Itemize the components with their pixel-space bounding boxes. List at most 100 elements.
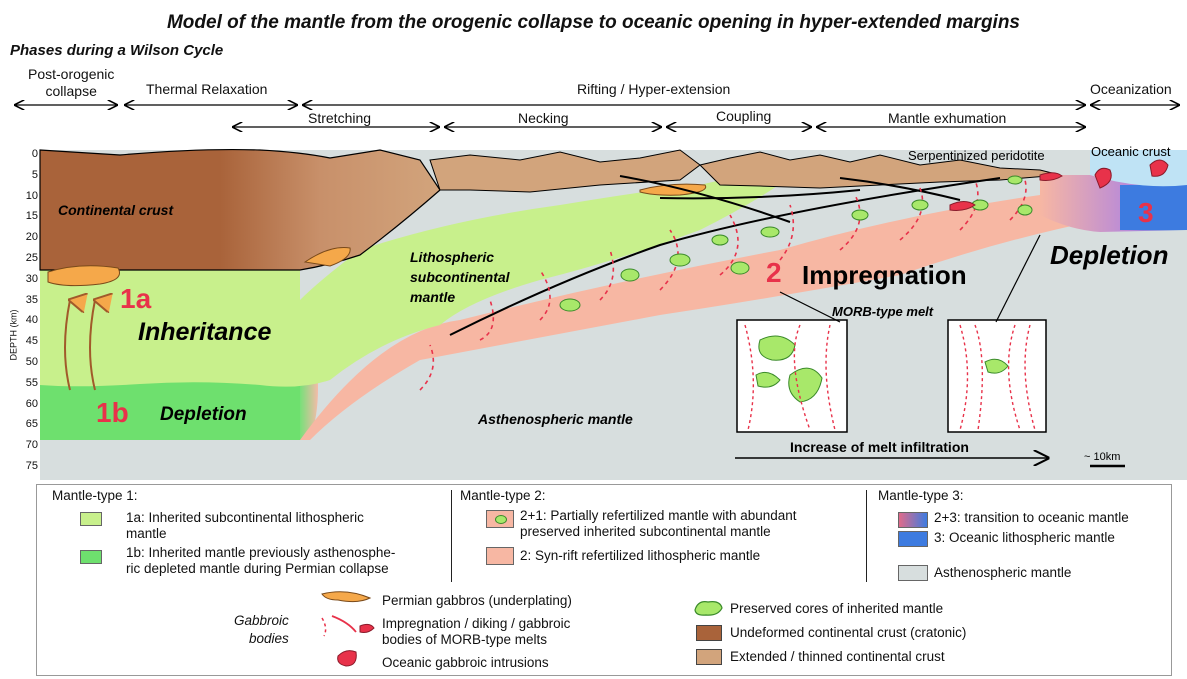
label-lithospheric-line2: subcontinental — [410, 269, 511, 285]
swatch-extended-crust — [696, 649, 722, 665]
label-melt-infiltration: Increase of melt infiltration — [790, 439, 969, 455]
legend-mantle-type-1-heading: Mantle-type 1: — [52, 488, 138, 503]
label-depletion-3: Depletion — [1050, 240, 1168, 270]
legend-preserved-cores: Preserved cores of inherited mantle — [730, 601, 944, 616]
legend-item-1a: 1a: Inherited subcontinental lithospheri… — [126, 510, 364, 542]
depth-tick-55: 55 — [25, 376, 38, 389]
depth-tick-15: 15 — [25, 210, 38, 223]
legend-divider-1 — [451, 490, 452, 582]
label-inheritance: Inheritance — [138, 318, 271, 346]
depth-tick-10: 10 — [25, 189, 38, 202]
phase-thermal-relaxation: Thermal Relaxation — [146, 81, 268, 97]
permian-gabbro-1 — [47, 265, 120, 287]
label-oceanic-crust: Oceanic crust — [1091, 144, 1171, 159]
phase-post-orogenic-line1: Post-orogenic — [28, 66, 115, 82]
legend-permian-gabbros: Permian gabbros (underplating) — [382, 593, 572, 608]
label-morb-melt: MORB-type melt — [832, 304, 934, 319]
legend-mantle-type-3-heading: Mantle-type 3: — [878, 488, 964, 503]
label-1b: 1b — [96, 397, 129, 428]
depth-tick-60: 60 — [25, 397, 38, 410]
swatch-2-plus-3 — [898, 512, 928, 528]
depth-tick-40: 40 — [25, 314, 38, 327]
legend-mantle-type-2-heading: Mantle-type 2: — [460, 488, 546, 503]
legend-item-1b-line1: 1b: Inherited mantle previously asthenos… — [126, 545, 396, 560]
phase-rifting: Rifting / Hyper-extension — [577, 81, 731, 97]
legend-extended-crust: Extended / thinned continental crust — [730, 649, 945, 664]
legend-item-asthenospheric: Asthenospheric mantle — [934, 565, 1072, 580]
legend-impregnation: Impregnation / diking / gabbroic bodies … — [382, 616, 570, 648]
depth-tick-75: 75 — [25, 460, 38, 472]
label-asthenospheric-mantle: Asthenospheric mantle — [477, 411, 633, 427]
label-impregnation: Impregnation — [802, 260, 967, 290]
depth-tick-35: 35 — [25, 293, 38, 306]
depth-tick-0: 0 — [31, 148, 38, 160]
swatch-2-plus-1 — [486, 510, 514, 528]
legend-impregnation-line1: Impregnation / diking / gabbroic — [382, 616, 571, 631]
legend-item-21-line1: 2+1: Partially refertilized mantle with … — [520, 508, 797, 523]
legend-item-3: 3: Oceanic lithospheric mantle — [934, 530, 1115, 545]
extended-crust-blocks — [429, 149, 701, 193]
ascending-melt-arrows — [64, 300, 95, 391]
legend-item-2: 2: Syn-rift refertilized lithospheric ma… — [520, 548, 761, 563]
swatch-1a — [80, 512, 102, 526]
legend-divider-2 — [866, 490, 867, 582]
swatch-asthenospheric — [898, 565, 928, 581]
phase-post-orogenic: Post-orogenic collapse — [28, 66, 114, 100]
legend-gabbroic-line2: bodies — [248, 631, 289, 646]
legend-item-1b-line2: ric depleted mantle during Permian colla… — [126, 561, 389, 576]
label-lithospheric-line1: Lithospheric — [410, 249, 494, 265]
depth-tick-50: 50 — [25, 356, 38, 368]
permian-gabbro-3 — [639, 183, 707, 196]
label-scale: ~ 10km — [1084, 451, 1120, 463]
legend-item-2-plus-3: 2+3: transition to oceanic mantle — [934, 510, 1129, 525]
depth-tick-25: 25 — [25, 252, 38, 264]
swatch-3 — [898, 531, 928, 547]
label-lithospheric-mantle: Lithospheric subcontinental mantle — [410, 249, 511, 305]
legend-impregnation-line2: bodies of MORB-type melts — [382, 632, 548, 647]
swatch-1b — [80, 550, 102, 564]
preserved-core-symbol — [694, 601, 723, 616]
detachment-faults — [449, 175, 1001, 336]
depth-tick-20: 20 — [25, 231, 38, 244]
mantle-1a-area — [40, 170, 800, 387]
thin-crust-blocks — [699, 151, 1061, 189]
label-2: 2 — [766, 257, 782, 288]
legend-item-1b: 1b: Inherited mantle previously asthenos… — [126, 545, 395, 577]
phase-arrows — [14, 105, 1180, 127]
swatch-undeformed-crust — [696, 625, 722, 641]
depth-tick-45: 45 — [25, 335, 38, 348]
phase-post-orogenic-line2: collapse — [45, 83, 97, 99]
label-1a: 1a — [120, 283, 152, 314]
oceanic-crust-area — [1090, 150, 1187, 187]
oceanic-mantle-area — [1120, 185, 1187, 230]
legend-gabbroic-label: Gabbroic bodies — [234, 612, 289, 648]
phase-oceanization: Oceanization — [1090, 81, 1172, 97]
label-continental-crust: Continental crust — [58, 202, 174, 218]
label-depletion-1b: Depletion — [160, 404, 247, 425]
phase-coupling: Coupling — [716, 108, 772, 124]
label-3: 3 — [1138, 197, 1154, 228]
inset-box-1 — [736, 319, 848, 433]
label-lithospheric-line3: mantle — [410, 289, 455, 305]
diagram-subtitle: Phases during a Wilson Cycle — [10, 42, 224, 59]
legend-item-21-line2: preserved inherited subcontinental mantl… — [520, 524, 771, 539]
cross-section-diagram: Continental crust Lithospheric subcontin… — [14, 0, 1187, 480]
legend-gabbroic-line1: Gabbroic — [234, 613, 289, 628]
legend-item-1a-line2: mantle — [126, 526, 167, 541]
depth-tick-5: 5 — [31, 168, 38, 181]
inset-box-2 — [947, 319, 1047, 433]
oceanic-gabbro-intrusions — [949, 159, 1169, 211]
depth-tick-65: 65 — [25, 418, 38, 431]
label-serpentinized-peridotite: Serpentinized peridotite — [908, 148, 1045, 163]
depth-tick-30: 30 — [25, 272, 38, 285]
swatch-2 — [486, 547, 514, 565]
legend-oceanic-gabbroic: Oceanic gabbroic intrusions — [382, 655, 549, 670]
continental-crust-area — [39, 148, 441, 271]
gabbro-legend-symbols — [321, 591, 375, 667]
diagram-title: Model of the mantle from the orogenic co… — [166, 12, 1020, 33]
legend-item-1a-line1: 1a: Inherited subcontinental lithospheri… — [126, 510, 364, 525]
depth-tick-70: 70 — [25, 439, 38, 452]
permian-gabbro-2 — [303, 247, 351, 267]
legend-box — [36, 484, 1172, 676]
preserved-cores — [559, 175, 1033, 312]
